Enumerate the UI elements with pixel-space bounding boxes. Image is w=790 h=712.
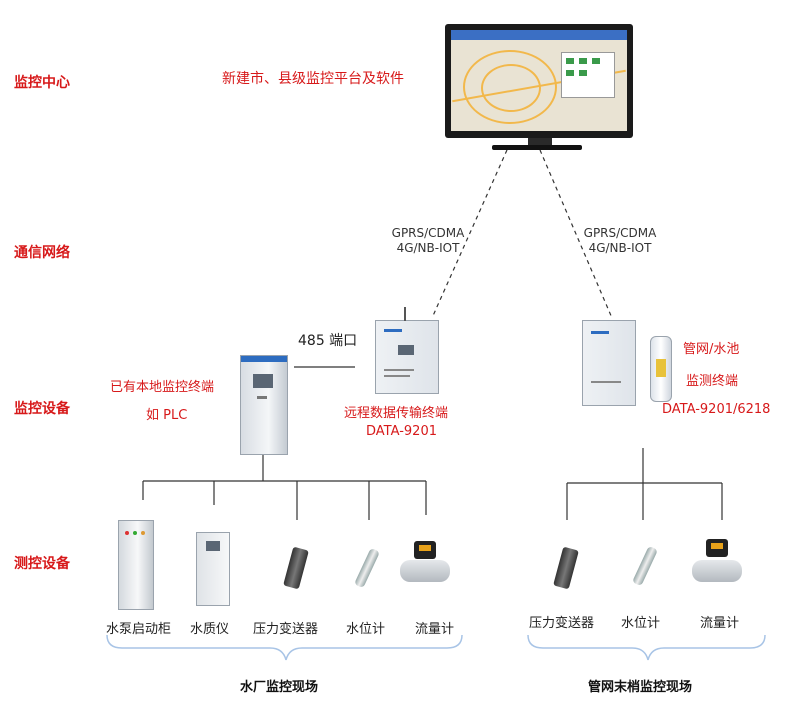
rtu-model-label: DATA-9201 (366, 424, 437, 439)
device-label-level-2: 水位计 (621, 616, 661, 631)
device-label-pressure-2: 压力变送器 (529, 616, 595, 631)
tier-label-network: 通信网络 (14, 245, 70, 261)
network-label-left: GPRS/CDMA 4G/NB-IOT (391, 226, 465, 255)
monitor-stand (492, 145, 582, 150)
pipe-terminal-name: 管网/水池 (683, 342, 740, 357)
pump-cabinet-icon (118, 520, 154, 610)
port-485-label: 485 端口 (298, 333, 358, 349)
network-link-right (539, 149, 613, 319)
rtu-name-label: 远程数据传输终端 (344, 406, 449, 421)
device-label-pump-cabinet: 水泵启动柜 (106, 622, 172, 637)
site-label-left: 水厂监控现场 (240, 680, 319, 695)
pipe-terminal-name2: 监测终端 (686, 374, 739, 389)
device-label-level: 水位计 (346, 622, 386, 637)
bracket-left (106, 634, 463, 661)
water-quality-meter-icon (196, 532, 230, 606)
monitor-screen-icon (445, 24, 633, 138)
pipe-terminal-box-icon (582, 320, 636, 406)
device-label-flow-2: 流量计 (700, 616, 740, 631)
pipe-sensor-unit-icon (650, 336, 672, 402)
device-label-pressure: 压力变送器 (253, 622, 319, 637)
flow-meter-pipe-icon (400, 560, 450, 582)
network-link-left (431, 149, 508, 319)
tier-label-monitor: 监控设备 (14, 401, 70, 417)
local-plc-label: 如 PLC (146, 408, 188, 423)
platform-label: 新建市、县级监控平台及软件 (222, 71, 404, 87)
bracket-right (527, 634, 766, 661)
network-label-right: GPRS/CDMA 4G/NB-IOT (583, 226, 657, 255)
flow-meter-head-icon (414, 541, 436, 559)
tier-label-measure: 测控设备 (14, 556, 70, 572)
monitor-neck (528, 138, 552, 146)
tier-label-center: 监控中心 (14, 75, 70, 91)
site-label-right: 管网末梢监控现场 (588, 680, 693, 695)
flow-meter-head-icon-2 (706, 539, 728, 557)
plc-cabinet-icon (240, 355, 288, 455)
pipe-terminal-model: DATA-9201/6218 (662, 402, 771, 417)
device-label-flow: 流量计 (415, 622, 455, 637)
device-label-water-quality: 水质仪 (190, 622, 230, 637)
flow-meter-pipe-icon-2 (692, 560, 742, 582)
rtu-antenna-icon (404, 307, 406, 321)
local-terminal-label: 已有本地监控终端 (110, 380, 215, 395)
map-display (451, 30, 627, 131)
rtu-box-icon (375, 320, 439, 394)
